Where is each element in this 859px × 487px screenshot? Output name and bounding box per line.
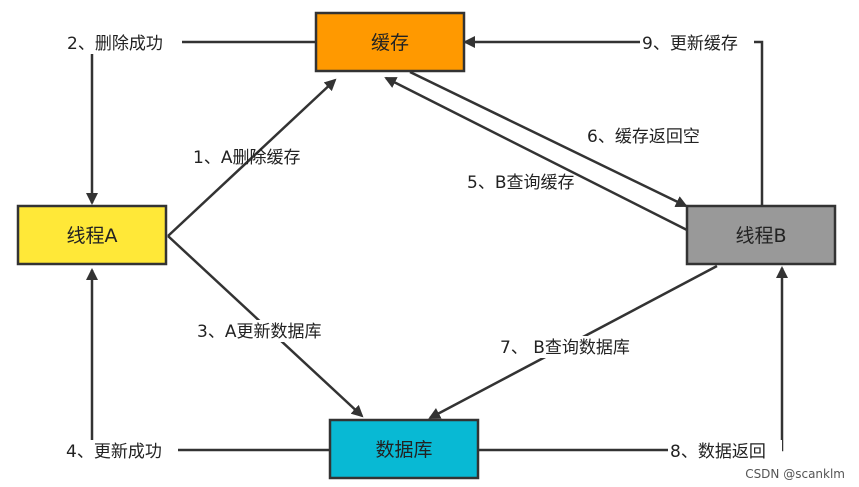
edge-label-7: 7、 B查询数据库 bbox=[500, 338, 630, 358]
node-database: 数据库 bbox=[328, 418, 480, 480]
edge-label-1: 1、A删除缓存 bbox=[193, 148, 300, 168]
node-thread-a: 线程A bbox=[16, 204, 168, 266]
label-bg-e9 bbox=[640, 32, 754, 54]
label-bg-e8 bbox=[668, 440, 782, 462]
edge-delete-success bbox=[86, 40, 316, 205]
watermark-text: CSDN @scanklm bbox=[745, 467, 845, 481]
thread-b-box bbox=[685, 204, 837, 266]
thread-a-label: 线程A bbox=[67, 225, 118, 247]
edge-label-9: 9、更新缓存 bbox=[642, 34, 738, 54]
label-bg-e3 bbox=[194, 320, 340, 342]
edge-a-delete-cache bbox=[167, 78, 337, 237]
edge-update-success bbox=[86, 268, 330, 452]
database-label: 数据库 bbox=[375, 439, 432, 461]
node-cache: 缓存 bbox=[314, 11, 466, 73]
edge-label-8: 8、数据返回 bbox=[670, 442, 766, 462]
edge-b-query-cache bbox=[384, 76, 688, 232]
edge-cache-return-empty bbox=[409, 70, 688, 208]
label-bg-e4 bbox=[64, 440, 178, 462]
cache-label: 缓存 bbox=[371, 32, 409, 54]
edge-label-6: 6、缓存返回空 bbox=[587, 127, 700, 147]
database-box bbox=[328, 418, 480, 480]
label-bg-e2 bbox=[64, 32, 182, 54]
node-thread-b: 线程B bbox=[685, 204, 837, 266]
edge-label-4: 4、更新成功 bbox=[66, 442, 162, 462]
thread-a-box bbox=[16, 204, 168, 266]
edge-label-2: 2、删除成功 bbox=[67, 34, 163, 54]
edge-label-5: 5、B查询缓存 bbox=[467, 173, 574, 193]
cache-box bbox=[314, 11, 466, 73]
edge-update-cache bbox=[463, 36, 764, 206]
thread-b-label: 线程B bbox=[735, 225, 786, 247]
edge-label-3: 3、A更新数据库 bbox=[197, 322, 321, 342]
edge-data-return bbox=[478, 266, 788, 452]
label-bg-e7 bbox=[498, 336, 648, 358]
